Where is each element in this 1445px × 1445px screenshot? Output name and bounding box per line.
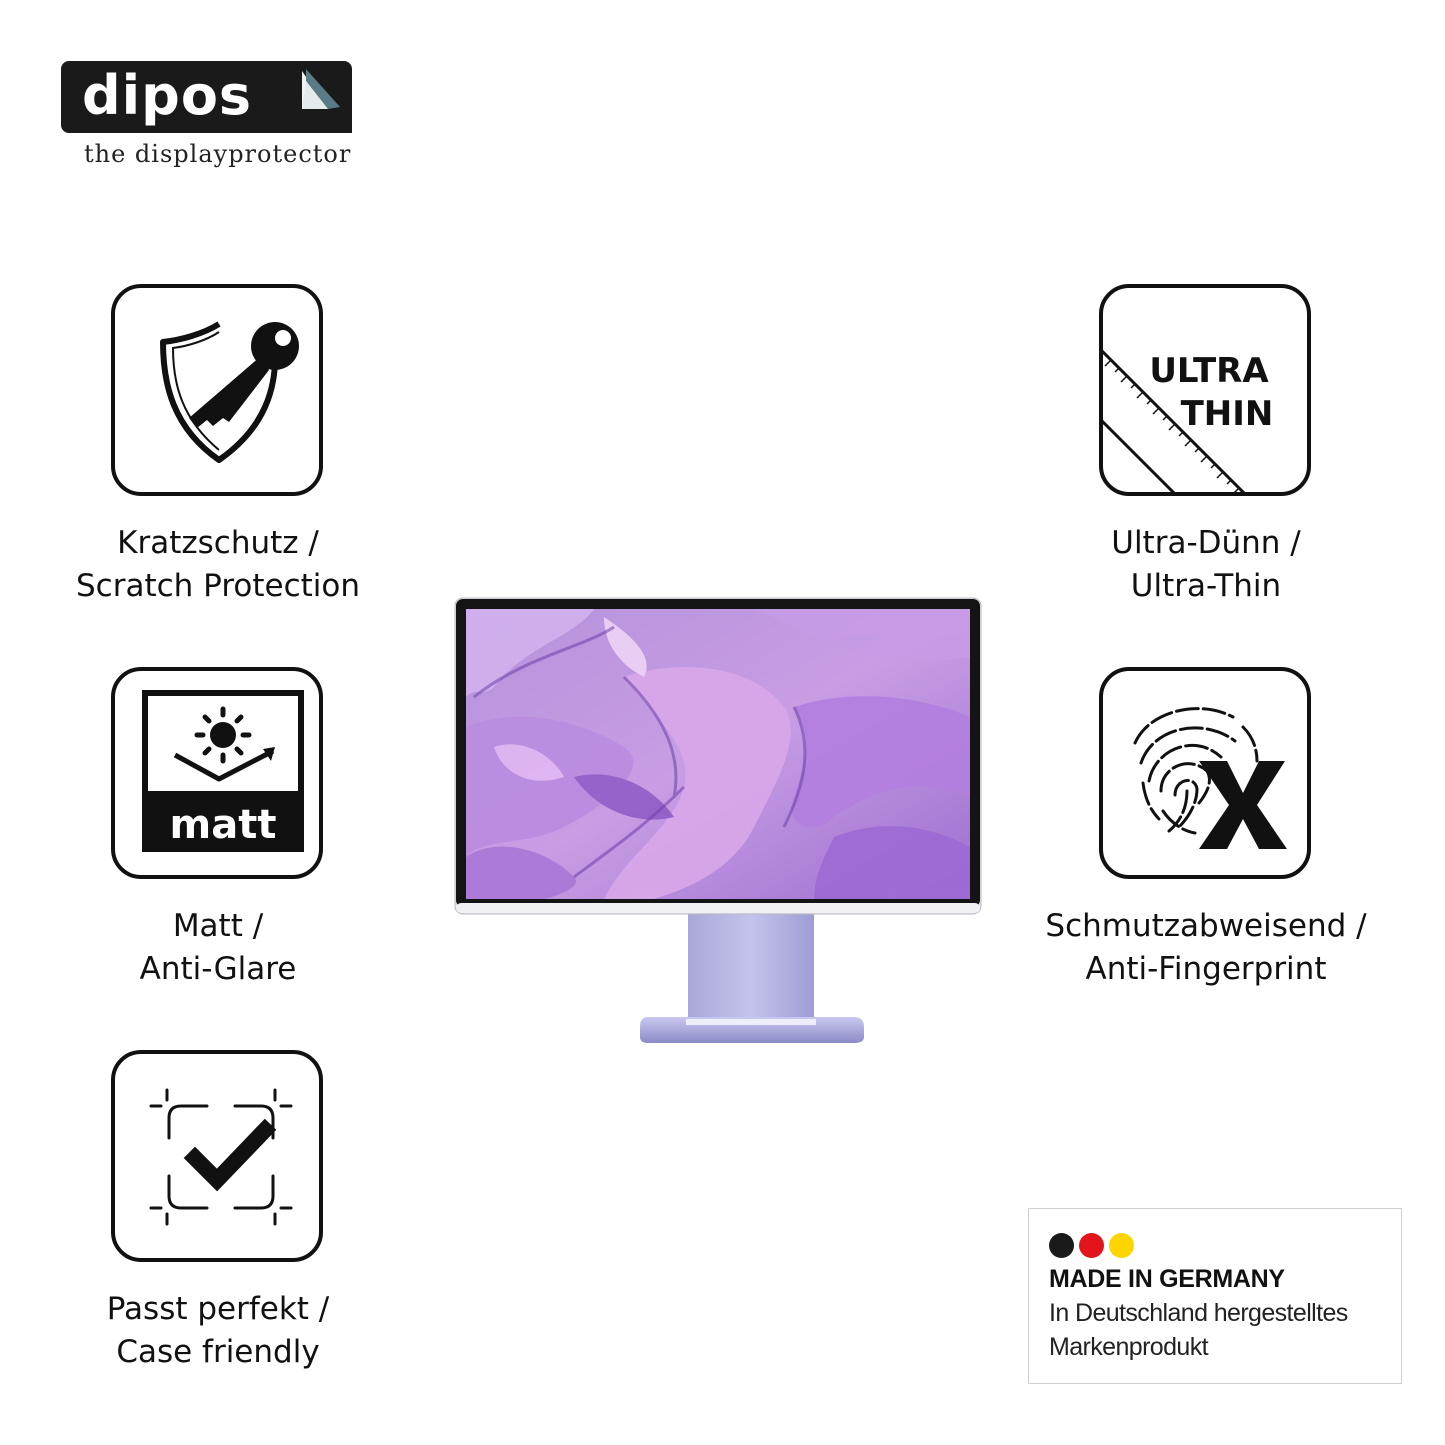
caption-line: Schmutzabweisend / (1045, 908, 1367, 944)
made-in-germany-badge: MADE IN GERMANY In Deutschland hergestel… (1028, 1208, 1402, 1384)
ultra-thin-icon: ULTRA THIN (1103, 346, 1274, 492)
scratch-protection-caption: Kratzschutz / Scratch Protection (0, 522, 438, 608)
case-check-icon (149, 1088, 293, 1226)
caption-line: Ultra-Thin (1130, 568, 1282, 604)
caption-line: Anti-Fingerprint (1085, 951, 1327, 987)
flag-black-dot (1049, 1233, 1074, 1258)
caption-line: Kratzschutz / (117, 525, 319, 561)
fingerprint-x-icon (1133, 707, 1287, 849)
case-friendly-caption: Passt perfekt / Case friendly (0, 1288, 438, 1374)
ultra-label: ULTRA (1149, 351, 1269, 391)
matt-sun-icon: matt (142, 690, 304, 852)
caption-line: Anti-Glare (139, 951, 297, 987)
monitor-illustration (454, 597, 982, 1043)
anti-glare-caption: Matt / Anti-Glare (0, 905, 438, 991)
caption-line: Scratch Protection (76, 568, 360, 604)
brand-tagline: the displayprotector (84, 140, 352, 168)
caption-line: Matt / (172, 908, 264, 944)
thin-label: THIN (1181, 394, 1274, 434)
case-friendly-tile (111, 1050, 323, 1262)
caption-line: Ultra-Dünn / (1111, 525, 1301, 561)
ultra-thin-tile: ULTRA THIN (1099, 284, 1311, 496)
badge-title: MADE IN GERMANY (1049, 1265, 1285, 1293)
flag-red-dot (1079, 1233, 1104, 1258)
badge-line-2: Markenprodukt (1049, 1333, 1209, 1361)
caption-line: Passt perfekt / (106, 1291, 330, 1327)
scratch-protection-tile (111, 284, 323, 496)
anti-fingerprint-tile (1099, 667, 1311, 879)
shield-key-icon (160, 321, 299, 463)
caption-line: Case friendly (116, 1334, 320, 1370)
badge-line-1: In Deutschland hergestelltes (1049, 1299, 1348, 1327)
matt-label: matt (170, 802, 277, 848)
flag-gold-dot (1109, 1233, 1134, 1258)
anti-glare-tile: matt (111, 667, 323, 879)
brand-logo: dipos (82, 64, 253, 127)
ultra-thin-caption: Ultra-Dünn / Ultra-Thin (986, 522, 1426, 608)
anti-fingerprint-caption: Schmutzabweisend / Anti-Fingerprint (986, 905, 1426, 991)
page-fold-icon (292, 61, 352, 133)
